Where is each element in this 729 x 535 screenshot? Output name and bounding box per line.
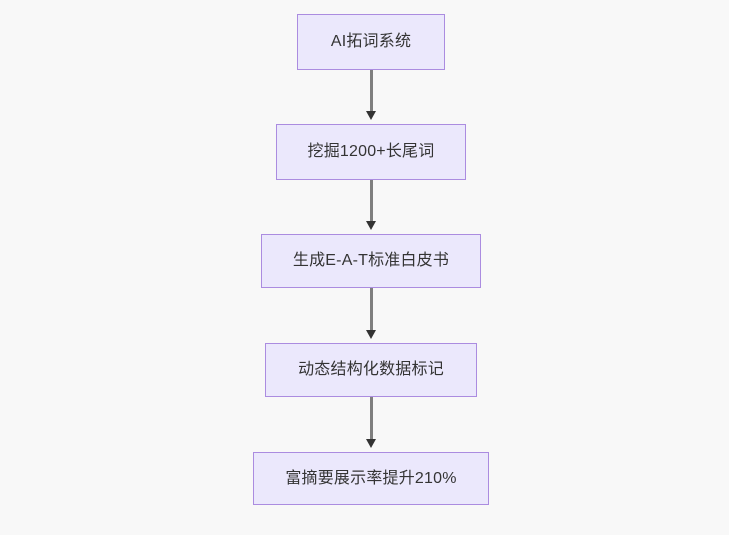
edge-node2-to-node3: [370, 180, 373, 225]
arrowhead-node2-to-node3: [365, 221, 376, 230]
flow-node-label: 富摘要展示率提升210%: [285, 469, 457, 487]
flow-node-dynamic-structured-data-markup[interactable]: 动态结构化数据标记: [265, 343, 477, 397]
edge-node1-to-node2: [370, 70, 373, 115]
edge-node3-to-node4: [370, 288, 373, 334]
flow-node-generate-eat-whitepaper[interactable]: 生成E-A-T标准白皮书: [261, 234, 481, 288]
flow-node-label: 动态结构化数据标记: [298, 361, 444, 379]
flow-node-ai-keyword-system[interactable]: AI拓词系统: [297, 14, 445, 70]
flow-node-label: 挖掘1200+长尾词: [307, 143, 435, 161]
arrowhead-node3-to-node4: [365, 330, 376, 339]
arrowhead-node1-to-node2: [365, 111, 376, 120]
arrowhead-node4-to-node5: [365, 439, 376, 448]
flow-node-label: 生成E-A-T标准白皮书: [292, 252, 450, 270]
flow-node-label: AI拓词系统: [330, 33, 412, 51]
edge-node4-to-node5: [370, 397, 373, 443]
flow-node-mine-longtail-keywords[interactable]: 挖掘1200+长尾词: [276, 124, 466, 180]
flow-node-rich-snippet-impression-uplift[interactable]: 富摘要展示率提升210%: [253, 452, 489, 505]
